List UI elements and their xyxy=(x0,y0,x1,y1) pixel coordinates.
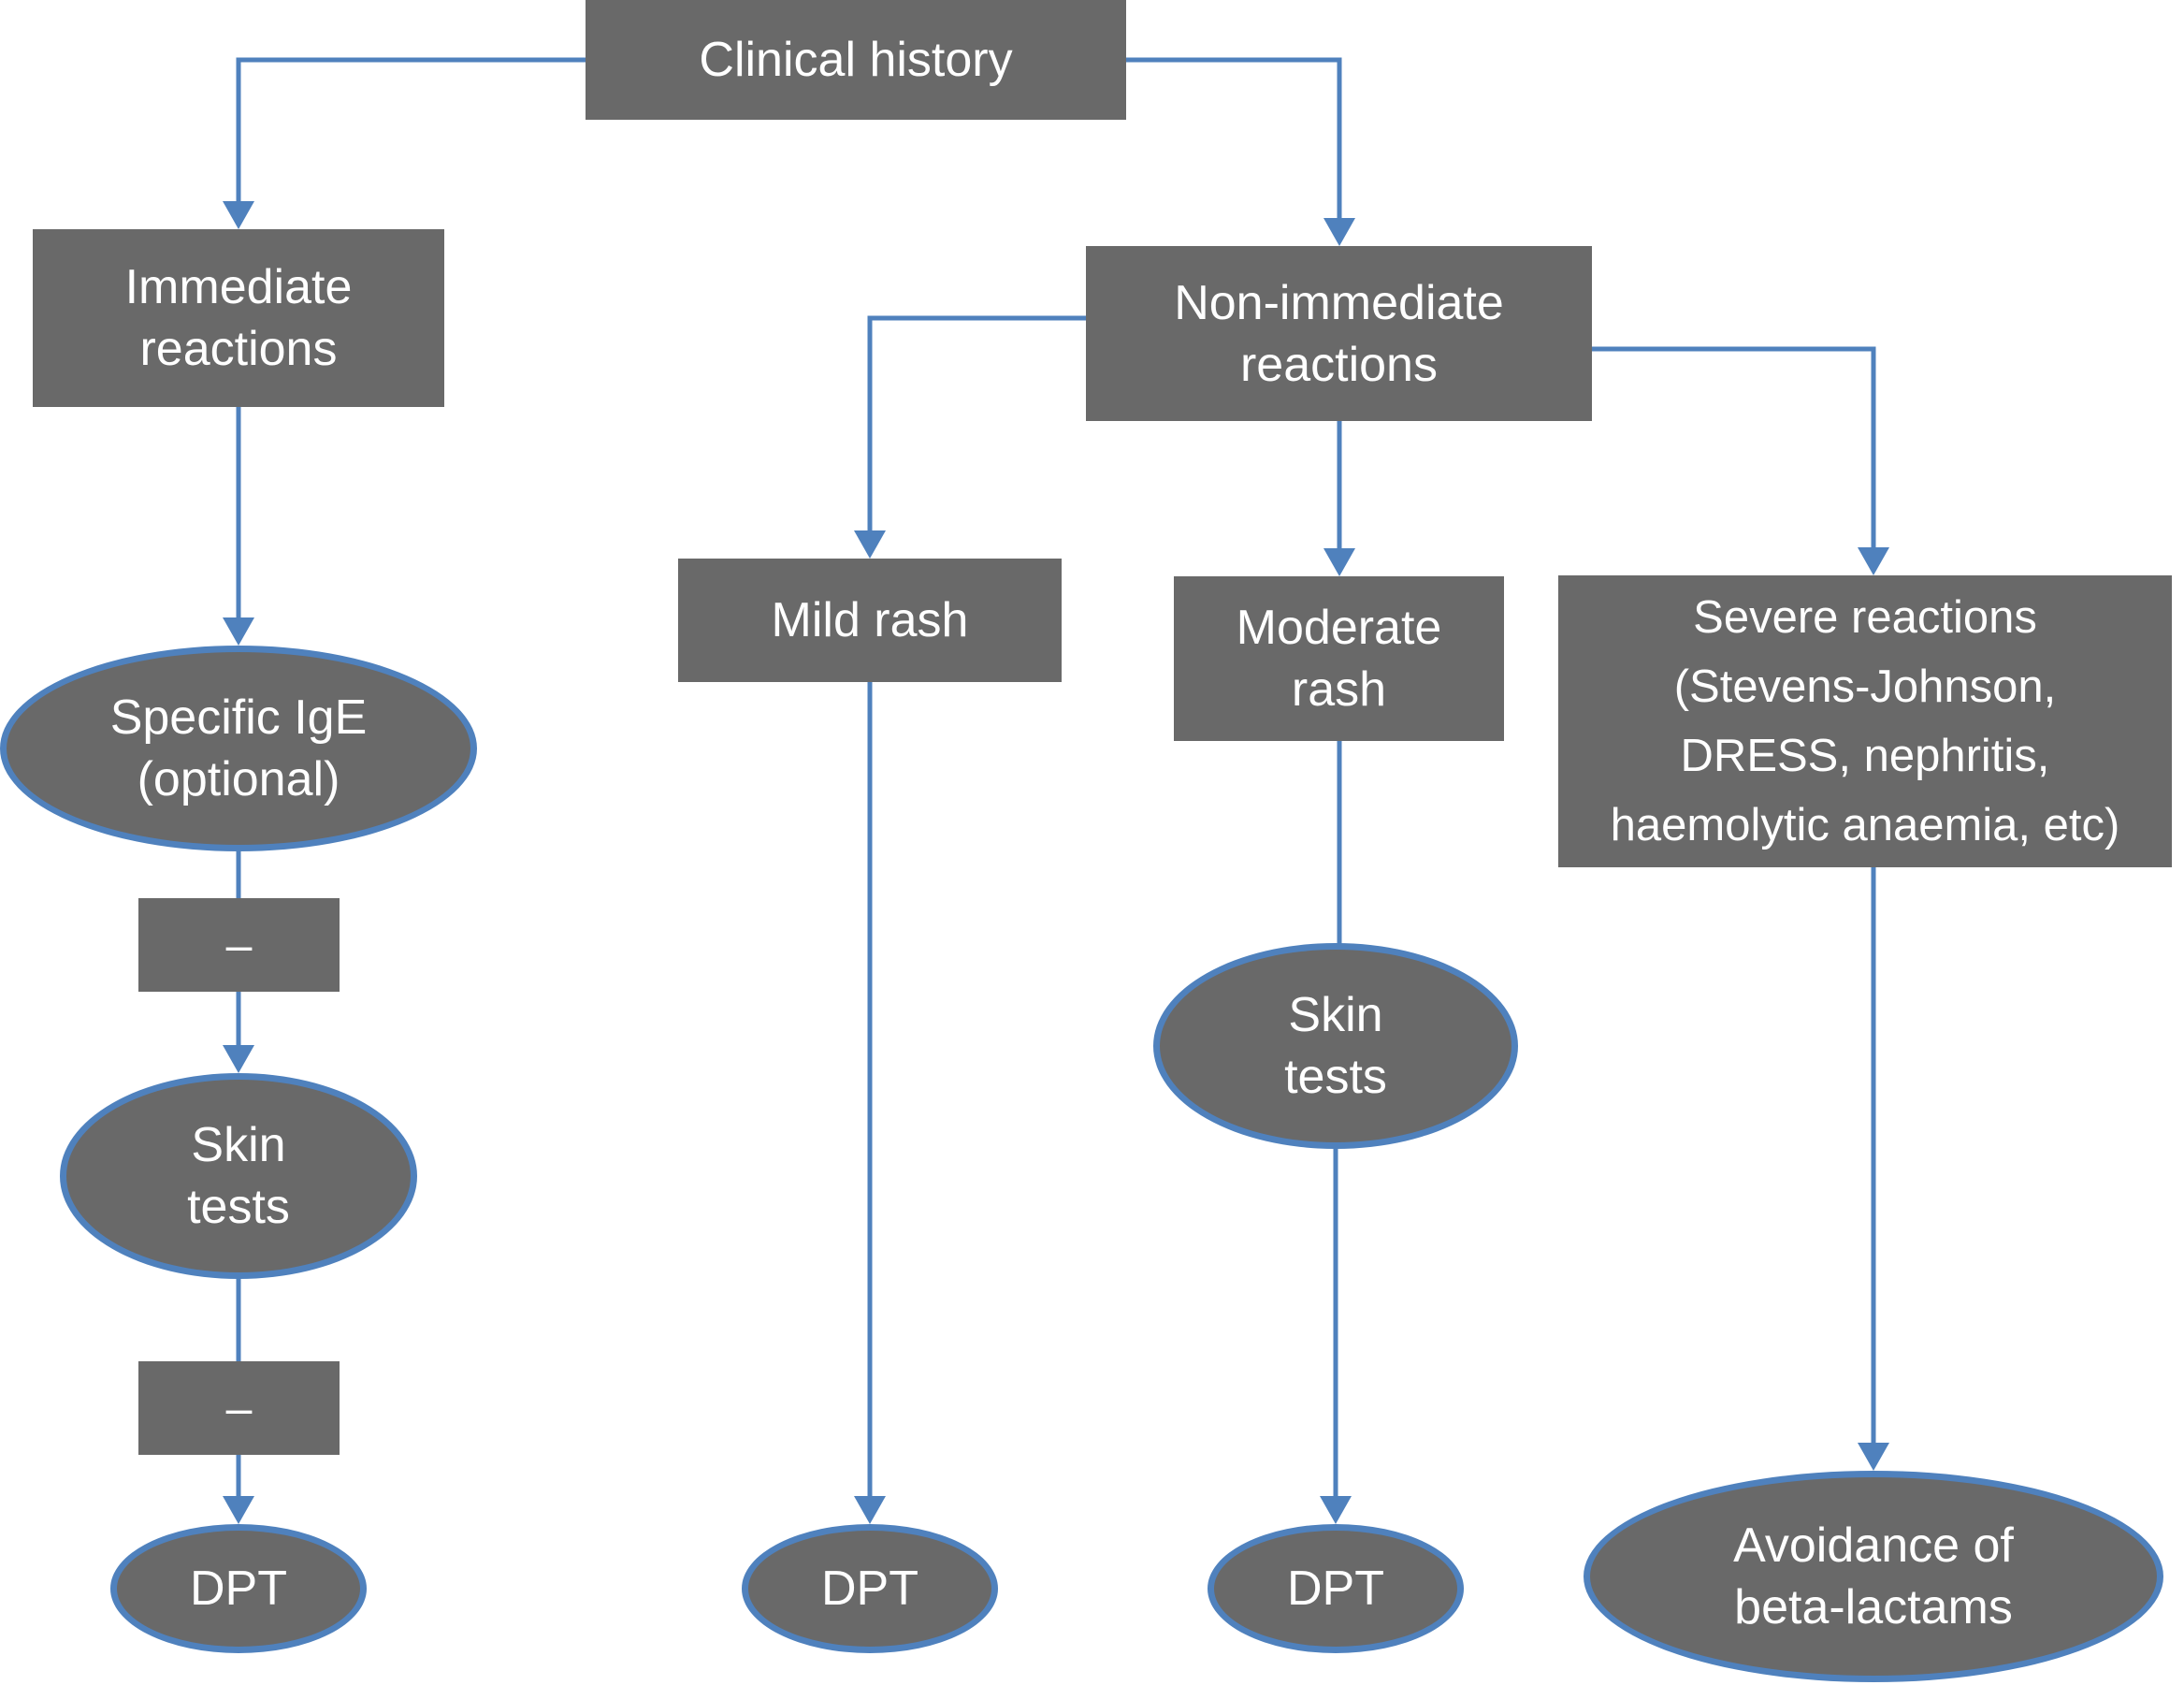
node-label: Severe reactions(Stevens-Johnson,DRESS, … xyxy=(1610,592,2120,850)
arrowhead-icon xyxy=(854,530,886,559)
node-skin-test-negative-result: – xyxy=(138,1361,340,1455)
node-label: DPT xyxy=(190,1562,287,1616)
connector-immediate-to-specific-ige xyxy=(223,407,254,646)
node-label: DPT xyxy=(1287,1562,1384,1616)
connector-severe-to-avoidance xyxy=(1858,867,1889,1471)
minus-sign: – xyxy=(225,1382,253,1434)
node-mild-rash: Mild rash xyxy=(678,559,1062,682)
node-dpt-immediate: DPT xyxy=(110,1524,367,1653)
connector-clinical-to-non-immediate xyxy=(1126,57,1355,246)
node-label: Mild rash xyxy=(771,593,969,647)
connector-skin-tests-to-dpt-moderate xyxy=(1320,1149,1352,1524)
arrowhead-icon xyxy=(223,201,254,229)
connector-mild-rash-to-dpt xyxy=(854,682,886,1524)
arrowhead-icon xyxy=(1320,1496,1352,1524)
arrowhead-icon xyxy=(1323,548,1355,576)
arrowhead-icon xyxy=(854,1496,886,1524)
node-label: Specific IgE(optional) xyxy=(109,690,368,806)
connector-non-immediate-to-mild-rash xyxy=(854,315,1086,559)
node-dpt-mild: DPT xyxy=(742,1524,998,1653)
node-clinical-history: Clinical history xyxy=(586,0,1126,120)
node-specific-ige: Specific IgE(optional) xyxy=(0,646,477,851)
node-label: Clinical history xyxy=(699,33,1013,87)
node-dpt-moderate: DPT xyxy=(1208,1524,1464,1653)
arrowhead-icon xyxy=(1323,218,1355,246)
minus-sign: – xyxy=(225,919,253,971)
arrowhead-icon xyxy=(223,1496,254,1524)
connector-clinical-to-immediate xyxy=(223,57,586,229)
node-ige-negative-result: – xyxy=(138,898,340,992)
connector-non-immediate-to-moderate-rash xyxy=(1323,421,1355,576)
arrowhead-icon xyxy=(1858,547,1889,575)
node-severe-reactions: Severe reactions(Stevens-Johnson,DRESS, … xyxy=(1558,575,2172,867)
arrowhead-icon xyxy=(223,617,254,646)
connector-non-immediate-to-severe xyxy=(1592,346,1889,575)
arrowhead-icon xyxy=(223,1045,254,1073)
arrowhead-icon xyxy=(1858,1443,1889,1471)
node-label: DPT xyxy=(821,1562,918,1616)
